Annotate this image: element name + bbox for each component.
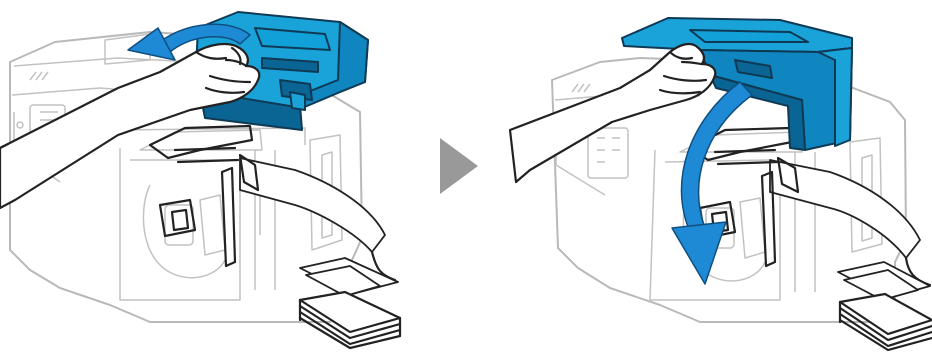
panel-open-cover [0,12,400,348]
panel-close-cover [510,18,932,350]
triangle-right-icon [440,138,478,194]
